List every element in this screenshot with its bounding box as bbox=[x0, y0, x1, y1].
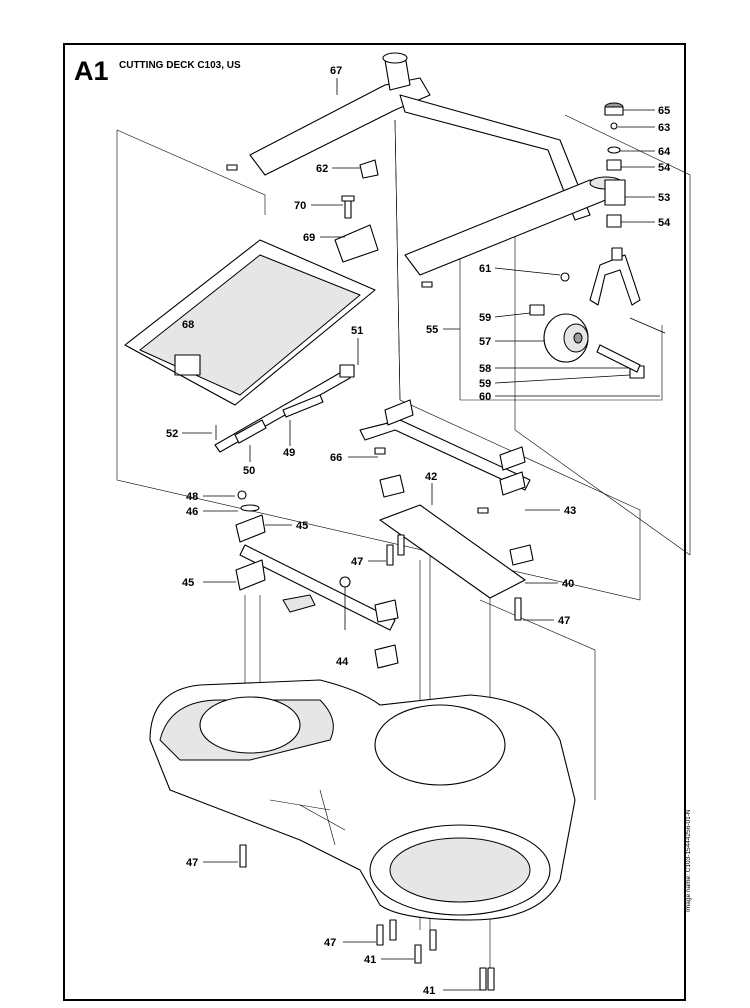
callout-41-bottom: 41 bbox=[423, 985, 435, 997]
callout-55: 55 bbox=[426, 324, 438, 336]
callout-labels: 67 65 63 64 54 53 54 62 70 69 61 55 59 5… bbox=[166, 65, 671, 997]
callout-54-lower: 54 bbox=[658, 217, 671, 229]
callout-44: 44 bbox=[336, 656, 349, 668]
callout-58: 58 bbox=[479, 363, 491, 375]
callout-41-middle: 41 bbox=[364, 954, 376, 966]
callout-59-upper: 59 bbox=[479, 312, 491, 324]
callout-47-right: 47 bbox=[558, 615, 570, 627]
front-axle-and-hanger bbox=[239, 419, 531, 631]
callout-40: 40 bbox=[562, 578, 574, 590]
callout-51: 51 bbox=[351, 325, 363, 337]
section-code: A1 bbox=[74, 56, 109, 86]
callout-47-middle: 47 bbox=[351, 556, 363, 568]
callout-59-lower: 59 bbox=[479, 378, 491, 390]
bolts bbox=[226, 164, 522, 991]
callout-42: 42 bbox=[425, 471, 437, 483]
callout-46: 46 bbox=[186, 506, 198, 518]
callout-70: 70 bbox=[294, 200, 306, 212]
section-title: CUTTING DECK C103, US bbox=[119, 60, 241, 71]
height-link-rod bbox=[214, 364, 355, 453]
callout-47-left: 47 bbox=[186, 857, 198, 869]
callout-57: 57 bbox=[479, 336, 491, 348]
anti-scalp-wheel-assembly bbox=[529, 247, 666, 379]
callout-60: 60 bbox=[479, 391, 491, 403]
callout-54-upper: 54 bbox=[658, 162, 671, 174]
callout-49: 49 bbox=[283, 447, 295, 459]
callout-69: 69 bbox=[303, 232, 315, 244]
callout-66: 66 bbox=[330, 452, 342, 464]
callout-62: 62 bbox=[316, 163, 328, 175]
callout-67: 67 bbox=[330, 65, 342, 77]
leader-lines bbox=[182, 78, 660, 991]
callout-48: 48 bbox=[186, 491, 198, 503]
deck-cross-frame bbox=[124, 239, 376, 406]
callout-61: 61 bbox=[479, 263, 491, 275]
callout-63: 63 bbox=[658, 122, 670, 134]
callout-65: 65 bbox=[658, 105, 670, 117]
callout-68: 68 bbox=[182, 319, 194, 331]
callout-53: 53 bbox=[658, 192, 670, 204]
pivot-part-stack bbox=[604, 102, 626, 228]
callout-45-lower: 45 bbox=[182, 577, 194, 589]
callout-64: 64 bbox=[658, 146, 671, 158]
callout-50: 50 bbox=[243, 465, 255, 477]
callout-43: 43 bbox=[564, 505, 576, 517]
bracket-assembly bbox=[334, 159, 379, 263]
lift-arm-assembly bbox=[249, 52, 623, 276]
callout-47-bottom: 47 bbox=[324, 937, 336, 949]
axle-brackets bbox=[235, 399, 534, 669]
callout-52: 52 bbox=[166, 428, 178, 440]
drawing-frame bbox=[63, 43, 686, 1001]
callout-45-upper: 45 bbox=[296, 520, 308, 532]
cutting-deck-housing bbox=[149, 679, 576, 921]
